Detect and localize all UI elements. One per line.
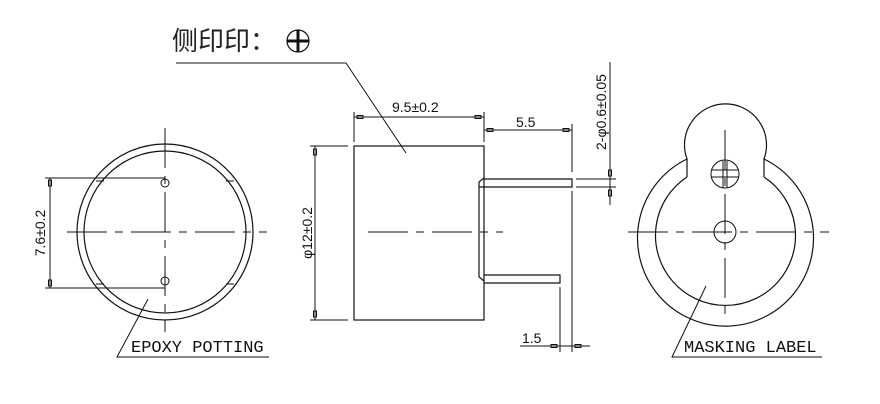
- epoxy-potting-label: EPOXY POTTING: [131, 339, 264, 358]
- epoxy-leader-line: [116, 298, 269, 358]
- side-view: 9.5±0.2 5.5 φ12±0.2 2-φ0.6±0.05 1.5: [299, 62, 616, 352]
- pin-hole: [160, 178, 170, 188]
- circle-plus-icon: [286, 29, 310, 53]
- bottom-view: 7.6±0.2 EPOXY POTTING: [32, 128, 269, 358]
- pin-hole: [160, 276, 170, 286]
- diameter-dimension: φ12±0.2: [299, 207, 315, 259]
- top-view: MASKING LABEL: [628, 103, 829, 358]
- masking-label: MASKING LABEL: [684, 339, 817, 358]
- masking-leader-line: [671, 285, 822, 358]
- body-length-dimension: 9.5±0.2: [392, 99, 439, 115]
- pin-length-dimension: 5.5: [516, 114, 536, 130]
- pin-offset-dimension: 1.5: [522, 330, 542, 346]
- title-leader-line: [176, 62, 407, 154]
- pin-diameter-dimension: 2-φ0.6±0.05: [593, 74, 609, 150]
- side-print-title: 侧印印：: [172, 27, 276, 57]
- buzzer-body: [353, 145, 485, 321]
- pin-spacing-dimension: 7.6±0.2: [32, 209, 48, 256]
